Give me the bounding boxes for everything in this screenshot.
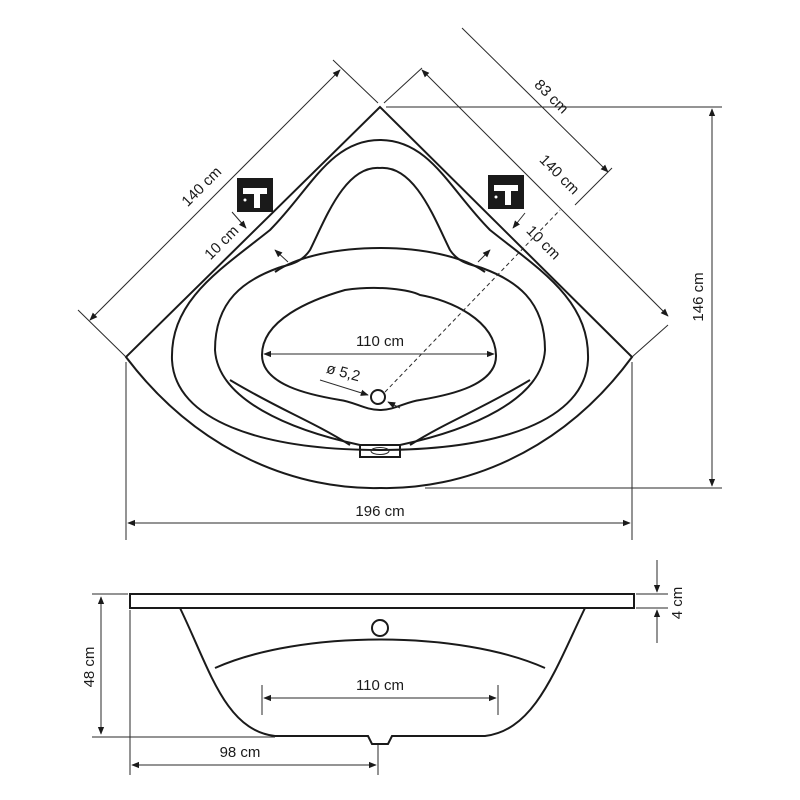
depth-label: 146 cm [690, 272, 707, 321]
rim-thickness-label: 4 cm [669, 587, 686, 620]
total-width-label: 196 cm [355, 503, 404, 520]
overflow-hole-side [371, 619, 389, 637]
side-inner-width-label: 110 cm [356, 677, 404, 694]
right-offset-label: 10 cm [523, 222, 564, 263]
lower-basin-curve [229, 379, 531, 446]
side-view: 110 cm 48 cm 98 cm 4 cm [81, 560, 686, 775]
faucet-icon [488, 175, 524, 209]
drain-hole [370, 389, 386, 405]
inner-curve [214, 638, 546, 669]
seat-curve [274, 247, 486, 273]
inner-width-label: 110 cm [356, 333, 404, 350]
tub-outline [124, 105, 634, 490]
faucet-icon [237, 178, 273, 212]
left-length-dimension [89, 69, 341, 321]
left-length-label: 140 cm [178, 163, 225, 210]
drain-diameter-label: ø 5,2 [324, 360, 361, 385]
diagonal-label: 83 cm [531, 76, 572, 117]
half-width-label: 98 cm [220, 744, 261, 761]
top-view: 140 cm 10 cm 140 cm 10 cm 83 cm 146 cm 1… [77, 27, 722, 540]
overflow-hole [370, 447, 390, 455]
right-length-dimension [421, 69, 669, 317]
tub-rim [129, 593, 635, 609]
tub-body [179, 607, 586, 745]
diagonal-dimension [461, 27, 609, 173]
height-label: 48 cm [81, 647, 98, 688]
overflow-outlet [359, 444, 401, 458]
